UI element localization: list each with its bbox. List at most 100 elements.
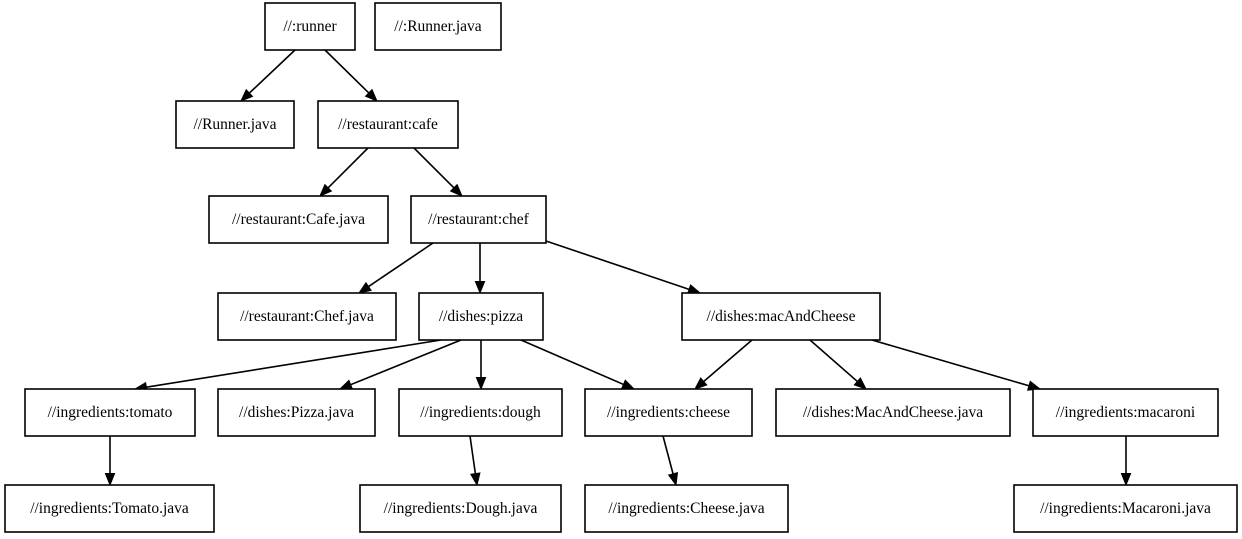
- node-box[interactable]: [584, 388, 753, 437]
- node-dishes_pizza_java[interactable]: //dishes:Pizza.java: [217, 388, 376, 437]
- node-label: //ingredients:macaroni: [1056, 404, 1196, 421]
- arrowhead-icon: [319, 183, 333, 197]
- node-label: //ingredients:Macaroni.java: [1040, 500, 1211, 517]
- edge-runner-to-runner_java: [240, 49, 296, 102]
- node-ing_tomato[interactable]: //ingredients:tomato: [24, 388, 196, 437]
- edge-line: [545, 240, 690, 291]
- node-box[interactable]: [359, 484, 562, 533]
- edge-ing_tomato-to-ing_tomato_java: [104, 436, 116, 487]
- arrowhead-icon: [475, 377, 487, 391]
- node-box[interactable]: [398, 388, 563, 437]
- node-box[interactable]: [1032, 388, 1219, 437]
- node-restaurant_chef_java[interactable]: //restaurant:Chef.java: [217, 292, 397, 341]
- arrowhead-icon: [449, 183, 463, 197]
- node-ing_macaroni_java[interactable]: //ingredients:Macaroni.java: [1013, 484, 1238, 533]
- node-label: //ingredients:Tomato.java: [30, 500, 189, 517]
- edge-dishes_pizza-to-ing_dough: [475, 340, 487, 391]
- arrowhead-icon: [240, 88, 254, 102]
- node-label: //ingredients:Dough.java: [384, 500, 538, 517]
- node-dishes_mac[interactable]: //dishes:macAndCheese: [681, 292, 881, 341]
- edge-layer: [104, 49, 1132, 487]
- edge-runner-to-restaurant_cafe: [324, 49, 378, 102]
- node-runner[interactable]: //:runner: [264, 2, 356, 51]
- edge-line: [703, 339, 753, 383]
- node-restaurant_cafe[interactable]: //restaurant:cafe: [317, 100, 459, 149]
- node-label: //restaurant:chef: [428, 211, 530, 228]
- edge-restaurant_chef-to-dishes_pizza: [474, 243, 486, 295]
- node-runner_java_root[interactable]: //:Runner.java: [374, 2, 502, 51]
- node-label: //:runner: [283, 18, 337, 35]
- edge-ing_dough-to-ing_dough_java: [469, 435, 481, 487]
- edge-restaurant_cafe-to-restaurant_chef: [413, 147, 463, 197]
- node-label: //restaurant:Chef.java: [240, 308, 374, 325]
- node-label: //dishes:pizza: [439, 308, 523, 325]
- edge-line: [413, 147, 455, 189]
- node-box[interactable]: [584, 484, 789, 533]
- node-label: //ingredients:tomato: [48, 404, 173, 421]
- arrowhead-icon: [470, 472, 481, 487]
- node-box[interactable]: [4, 484, 215, 533]
- edge-dishes_pizza-to-ing_cheese: [520, 339, 636, 390]
- edge-line: [248, 49, 296, 94]
- node-ing_macaroni[interactable]: //ingredients:macaroni: [1032, 388, 1219, 437]
- node-runner_java[interactable]: //Runner.java: [175, 100, 295, 149]
- node-box[interactable]: [175, 100, 295, 149]
- edge-line: [871, 339, 1030, 387]
- edge-ing_cheese-to-ing_cheese_java: [662, 435, 679, 487]
- arrowhead-icon: [474, 281, 486, 295]
- node-box[interactable]: [681, 292, 881, 341]
- arrowhead-icon: [667, 472, 679, 487]
- node-box[interactable]: [775, 388, 1011, 437]
- node-label: //ingredients:dough: [420, 404, 541, 421]
- node-ing_dough[interactable]: //ingredients:dough: [398, 388, 563, 437]
- node-box[interactable]: [1013, 484, 1238, 533]
- arrowhead-icon: [1120, 473, 1132, 487]
- node-label: //Runner.java: [193, 116, 276, 133]
- node-box[interactable]: [208, 195, 389, 244]
- node-label: //dishes:macAndCheese: [707, 308, 856, 325]
- node-dishes_mac_java[interactable]: //dishes:MacAndCheese.java: [775, 388, 1011, 437]
- node-ing_tomato_java[interactable]: //ingredients:Tomato.java: [4, 484, 215, 533]
- node-restaurant_chef[interactable]: //restaurant:chef: [410, 195, 547, 244]
- node-dishes_pizza[interactable]: //dishes:pizza: [418, 292, 544, 341]
- node-label: //dishes:MacAndCheese.java: [803, 404, 983, 421]
- edge-line: [350, 339, 462, 386]
- arrowhead-icon: [693, 377, 708, 390]
- node-label: //restaurant:cafe: [338, 116, 438, 133]
- edge-line: [469, 435, 477, 474]
- edge-line: [368, 242, 434, 288]
- node-label: //ingredients:Cheese.java: [608, 500, 764, 517]
- node-label: //:Runner.java: [394, 18, 482, 35]
- edge-line: [662, 435, 674, 475]
- edge-line: [327, 147, 369, 189]
- node-ing_cheese[interactable]: //ingredients:cheese: [584, 388, 753, 437]
- edge-dishes_mac-to-ing_macaroni: [871, 339, 1042, 391]
- arrowhead-icon: [853, 377, 868, 390]
- node-layer: //:runner //:Runner.java //Runner.java //re…: [4, 2, 1238, 533]
- edge-line: [146, 339, 442, 388]
- node-box[interactable]: [317, 100, 459, 149]
- edge-dishes_mac-to-ing_cheese: [693, 339, 753, 390]
- node-box[interactable]: [418, 292, 544, 341]
- node-box[interactable]: [410, 195, 547, 244]
- arrowhead-icon: [620, 379, 636, 390]
- node-ing_dough_java[interactable]: //ingredients:Dough.java: [359, 484, 562, 533]
- node-ing_cheese_java[interactable]: //ingredients:Cheese.java: [584, 484, 789, 533]
- node-box[interactable]: [24, 388, 196, 437]
- node-restaurant_cafe_java[interactable]: //restaurant:Cafe.java: [208, 195, 389, 244]
- arrowhead-icon: [364, 88, 378, 102]
- edge-restaurant_cafe-to-restaurant_cafe_java: [319, 147, 369, 197]
- node-label: //dishes:Pizza.java: [239, 404, 354, 421]
- arrowhead-icon: [104, 473, 116, 487]
- edge-line: [809, 339, 858, 383]
- edge-restaurant_chef-to-dishes_mac: [545, 240, 702, 295]
- node-label: //ingredients:cheese: [607, 404, 730, 421]
- node-box[interactable]: [374, 2, 502, 51]
- node-label: //restaurant:Cafe.java: [232, 211, 365, 228]
- node-box[interactable]: [264, 2, 356, 51]
- node-box[interactable]: [217, 388, 376, 437]
- node-box[interactable]: [217, 292, 397, 341]
- edge-dishes_pizza-to-dishes_pizza_java: [338, 339, 462, 390]
